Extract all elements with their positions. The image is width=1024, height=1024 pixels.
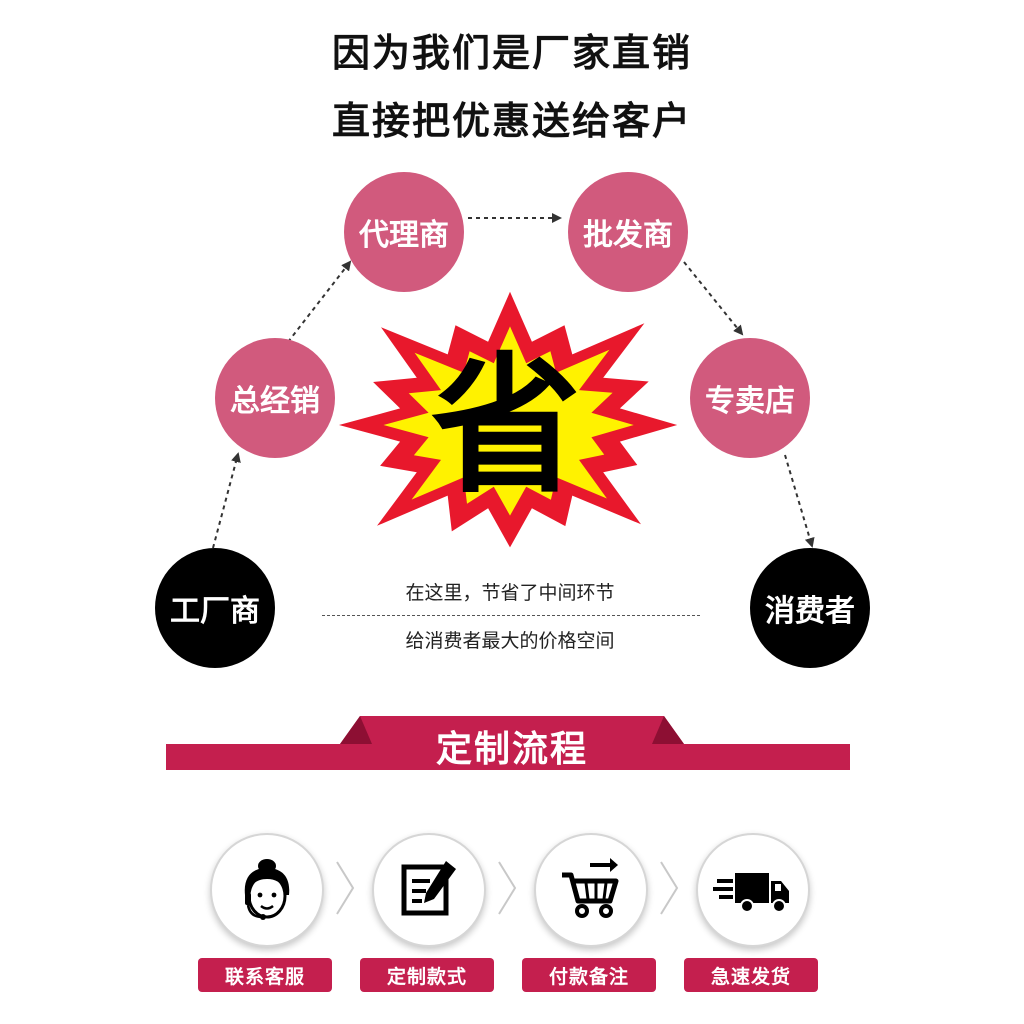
node-store: 专卖店 <box>690 338 810 458</box>
headline-line-1: 因为我们是厂家直销 <box>331 31 692 75</box>
customer-service-icon <box>244 859 290 920</box>
chevron-right-icon <box>660 861 679 915</box>
burst-inner-shape <box>383 326 634 516</box>
banner-fold-right <box>652 716 684 744</box>
step-label-contact: 联系客服 <box>198 958 332 992</box>
process-title: 定制流程 <box>435 729 588 770</box>
node-distributor: 总经销 <box>215 338 335 458</box>
headline-line-2: 直接把优惠送给客户 <box>331 99 692 143</box>
node-consumer: 消费者 <box>750 548 870 668</box>
arrow-factory-to-distributor <box>212 452 241 549</box>
banner-bar <box>166 744 850 770</box>
banner-tab <box>340 716 684 744</box>
process-banner <box>166 716 850 770</box>
shopping-cart-icon <box>562 858 619 918</box>
step-label-payment: 付款备注 <box>522 958 656 992</box>
delivery-truck-icon <box>713 873 789 913</box>
chevron-right-icon <box>336 861 355 915</box>
step-circle-shipping <box>696 833 810 947</box>
node-wholesaler: 批发商 <box>568 172 688 292</box>
chevron-right-icon <box>498 861 517 915</box>
step-circle-contact <box>210 833 324 947</box>
save-badge-text: 省 <box>431 340 581 514</box>
caption-divider <box>322 615 700 616</box>
step-circle-customize <box>372 833 486 947</box>
flow-diagram: 省 <box>212 213 815 549</box>
step-circle-payment <box>534 833 648 947</box>
banner-fold-left <box>340 716 372 744</box>
edit-form-icon <box>401 861 456 916</box>
step-label-shipping: 急速发货 <box>684 958 818 992</box>
step-label-customize: 定制款式 <box>360 958 494 992</box>
arrow-distributor-to-agent <box>287 260 352 343</box>
savings-caption-line-2: 给消费者最大的价格空间 <box>405 630 615 652</box>
node-factory: 工厂商 <box>155 548 275 668</box>
savings-caption-line-1: 在这里，节省了中间环节 <box>405 582 615 604</box>
node-agent: 代理商 <box>344 172 464 292</box>
